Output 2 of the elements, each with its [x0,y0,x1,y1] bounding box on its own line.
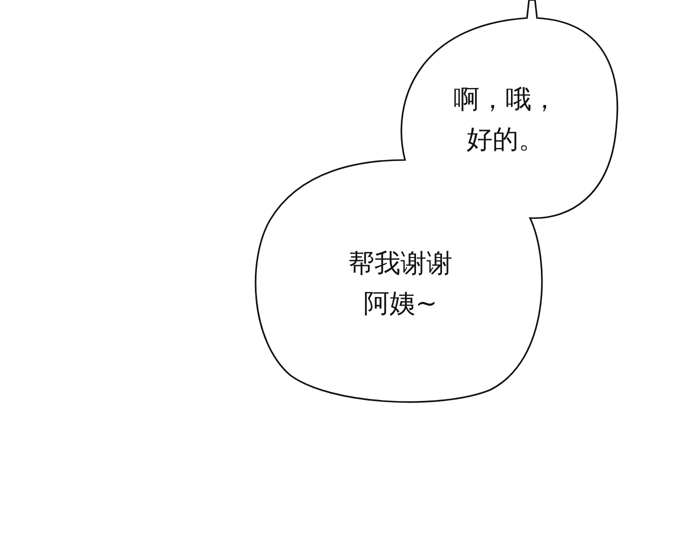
dialogue-text: 啊，哦，好的。 [452,84,558,157]
dialogue-text: 帮我谢谢阿姨~ [347,248,454,321]
